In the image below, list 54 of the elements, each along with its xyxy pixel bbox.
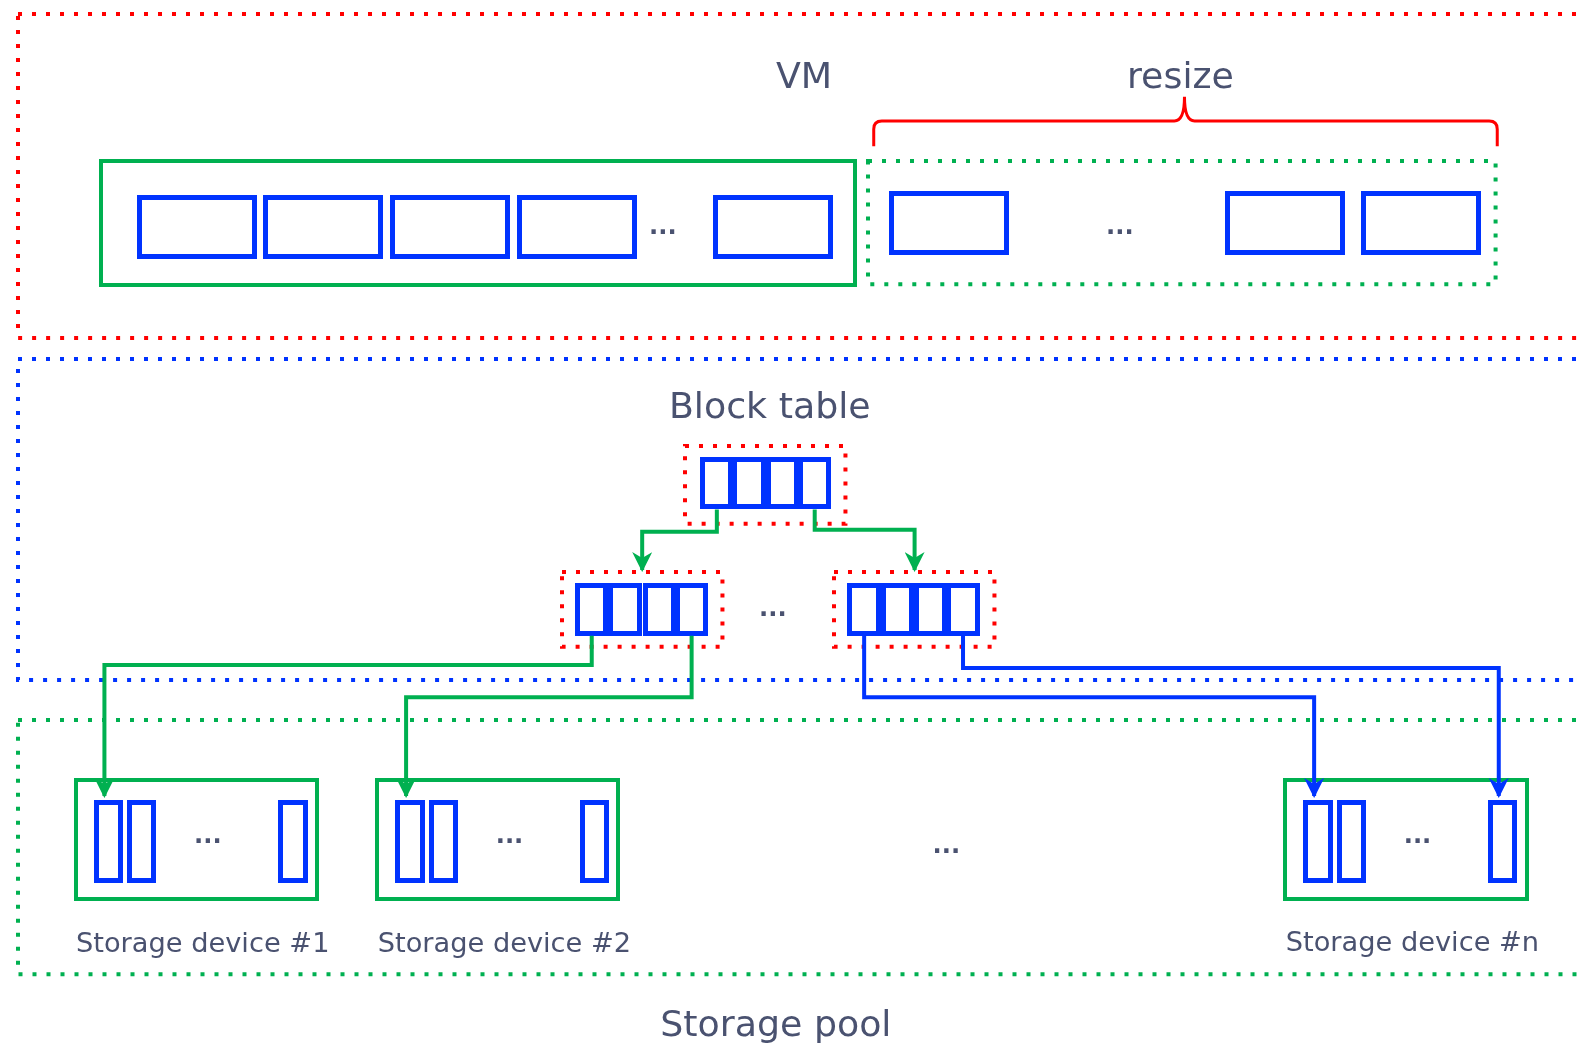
arrow xyxy=(961,635,1509,799)
ellipsis: ... xyxy=(932,833,961,858)
resize-label: resize xyxy=(1127,57,1234,94)
block-cell xyxy=(642,583,676,636)
arrow xyxy=(862,635,1325,799)
block-cell xyxy=(713,194,834,260)
region-title: Block table xyxy=(668,387,871,424)
block-cell xyxy=(263,194,384,260)
block-cell xyxy=(608,583,642,636)
block-cell xyxy=(93,800,124,883)
ellipsis: ... xyxy=(194,823,222,848)
block-cell xyxy=(946,583,980,636)
arrow xyxy=(396,635,694,799)
region-title: Storage pool xyxy=(660,1005,892,1043)
ellipsis: ... xyxy=(1403,823,1432,848)
ellipsis: ... xyxy=(495,823,524,848)
block-cell xyxy=(798,457,832,510)
device-label: Storage device #n xyxy=(1285,928,1540,956)
container-box xyxy=(98,159,857,287)
block-cell xyxy=(580,800,610,883)
block-cell xyxy=(278,800,308,883)
dotted-frame xyxy=(832,570,997,649)
block-cell xyxy=(700,457,734,510)
block-cell xyxy=(847,583,881,636)
block-cell xyxy=(1488,800,1518,883)
block-cell xyxy=(732,457,766,510)
device-label: Storage device #2 xyxy=(377,929,632,957)
arrow xyxy=(632,509,719,573)
device-label: Storage device #1 xyxy=(76,929,330,957)
block-cell xyxy=(395,800,425,883)
block-cell xyxy=(127,800,157,883)
dotted-frame xyxy=(865,159,1498,287)
ellipsis: ... xyxy=(1106,213,1134,239)
block-cell xyxy=(516,194,637,260)
arrow xyxy=(812,509,925,573)
block-cell xyxy=(137,194,258,260)
block-cell xyxy=(1361,190,1482,256)
block-cell xyxy=(880,583,915,636)
block-cell xyxy=(765,457,800,510)
arrow xyxy=(94,635,594,799)
block-cell xyxy=(1303,800,1333,883)
ellipsis: ... xyxy=(649,213,677,239)
region-title: VM xyxy=(776,57,833,94)
dotted-frame xyxy=(559,570,725,649)
block-cell xyxy=(914,583,948,636)
block-cell xyxy=(1336,800,1367,883)
block-cell xyxy=(428,800,458,883)
block-cell xyxy=(888,190,1009,256)
block-cell xyxy=(575,583,609,636)
block-cell xyxy=(1224,190,1345,256)
dotted-frame xyxy=(683,443,848,526)
block-cell xyxy=(674,583,709,636)
ellipsis: ... xyxy=(759,596,787,621)
block-cell xyxy=(390,194,511,260)
